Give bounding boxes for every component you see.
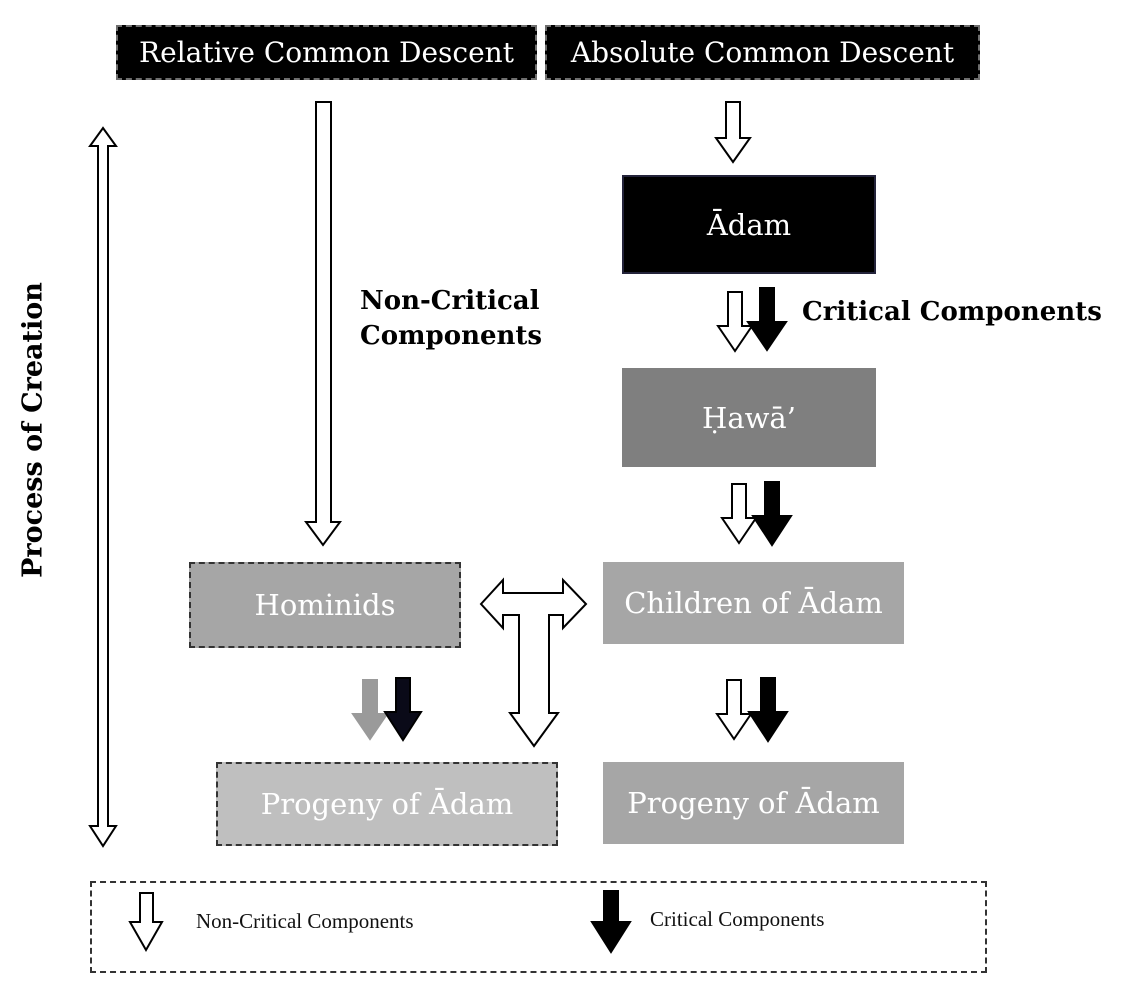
adam-to-hawa-noncritical-arrow — [716, 291, 754, 353]
non-critical-line2: Components — [360, 321, 543, 352]
hominids-to-progeny-grey-arrow — [351, 679, 389, 741]
absolute-to-adam-arrow — [714, 101, 752, 164]
children-to-progeny-noncritical-arrow — [715, 679, 753, 741]
hominids-box: Hominids — [189, 562, 461, 648]
hawa-to-children-noncritical-arrow — [720, 483, 758, 545]
progeny-of-adam-left-box: Progeny of Ādam — [216, 762, 558, 846]
hominids-to-progeny-dark-arrow — [383, 677, 423, 742]
process-double-arrow — [88, 126, 118, 848]
header-relative-label: Relative Common Descent — [139, 36, 514, 69]
legend-noncritical-arrow — [128, 892, 164, 953]
progeny-of-adam-right-box: Progeny of Ādam — [603, 762, 904, 844]
header-absolute-common-descent: Absolute Common Descent — [545, 25, 980, 80]
legend-box — [90, 881, 987, 973]
legend-critical-label: Critical Components — [650, 907, 825, 931]
non-critical-line1: Non-Critical — [360, 286, 540, 316]
hawa-box: Ḥawā’ — [622, 368, 876, 467]
adam-box: Ādam — [622, 175, 876, 274]
children-of-adam-box: Children of Ādam — [603, 562, 904, 644]
hominids-label: Hominids — [254, 588, 396, 622]
children-of-adam-label: Children of Ādam — [624, 586, 883, 620]
progeny-left-label: Progeny of Ādam — [260, 787, 514, 821]
progeny-right-label: Progeny of Ādam — [627, 786, 880, 820]
hawa-label: Ḥawā’ — [702, 400, 796, 435]
adam-to-hawa-critical-arrow — [746, 287, 788, 352]
adam-label: Ādam — [706, 207, 792, 242]
critical-components-label: Critical Components — [802, 295, 1102, 330]
relative-to-hominids-arrow — [304, 101, 342, 547]
header-absolute-label: Absolute Common Descent — [570, 36, 955, 69]
children-to-progeny-critical-arrow — [747, 677, 789, 743]
legend-noncritical-label: Non-Critical Components — [196, 909, 414, 933]
hawa-to-children-critical-arrow — [751, 481, 793, 547]
legend-critical-arrow — [590, 890, 632, 954]
header-relative-common-descent: Relative Common Descent — [116, 25, 537, 80]
critical-components-text: Critical Components — [802, 297, 1102, 327]
non-critical-components-label: Non-Critical Components — [360, 284, 542, 354]
interbreeding-t-arrow — [479, 577, 588, 748]
